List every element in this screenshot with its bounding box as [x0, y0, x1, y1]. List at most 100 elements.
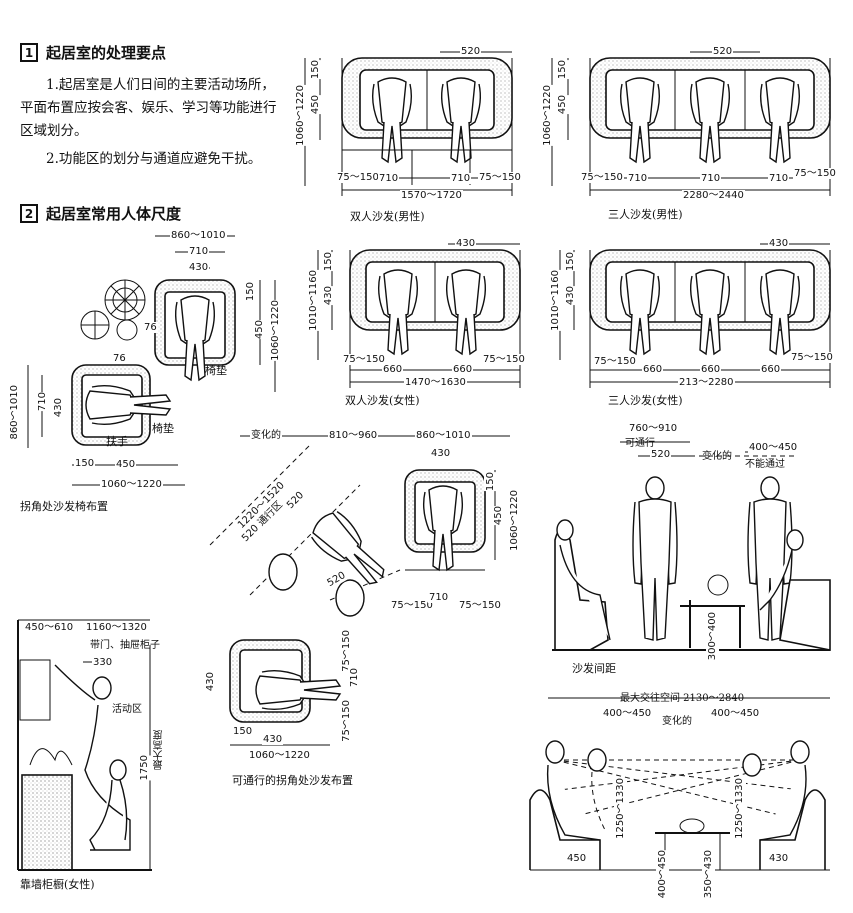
dim-label: 400～450: [656, 850, 669, 899]
dim-label: 150: [74, 458, 96, 469]
label-cushion-1: 椅垫: [205, 364, 227, 377]
label-max-height: 最大高度: [154, 730, 165, 770]
plant-icon: [80, 279, 146, 341]
max-interaction-drawing: [529, 697, 830, 871]
dim-label: 450: [566, 853, 588, 864]
caption-wall-cabinet: 靠墙柜橱(女性): [20, 878, 95, 891]
dim-label: 1250～1330: [614, 778, 627, 839]
dim-label: 400～450: [602, 708, 653, 719]
label-varies-2: 变化的: [662, 716, 692, 727]
dim-label: 430: [262, 734, 284, 745]
dim-label: 75～150: [793, 168, 837, 179]
corner-sofa-drawing: [27, 235, 276, 486]
dim-label: 1060～1220: [269, 300, 282, 361]
label-not-passable: 不能通过: [745, 459, 785, 470]
dim-label: 1060～1220: [100, 479, 163, 490]
dim-label: 150: [484, 472, 497, 492]
dim-label: 350～430: [702, 850, 715, 899]
dim-label: 2280～2440: [682, 190, 745, 201]
dim-label: 710: [188, 246, 210, 257]
sofa-spacing-drawing: [552, 441, 831, 651]
section1-number: 1: [20, 43, 38, 62]
section1-para2: 2.功能区的划分与通道应避免干扰。: [46, 151, 262, 167]
section2-heading: 2 起居室常用人体尺度: [20, 203, 181, 224]
dim-label: 75～150: [790, 352, 834, 363]
dim-label: 660: [642, 364, 664, 375]
dim-label: 变化的: [250, 430, 282, 441]
dim-label: 1060～1220: [248, 750, 311, 761]
dim-label: 710: [768, 173, 790, 184]
dim-label: 520: [650, 449, 672, 460]
dim-label: 710: [348, 668, 361, 688]
section2-number: 2: [20, 204, 38, 223]
dim-label: 430: [768, 238, 790, 249]
dim-label: 75～150: [593, 356, 637, 367]
dim-label: 1250～1330: [733, 778, 746, 839]
dim-label: 76: [143, 322, 158, 333]
dim-label: 450: [492, 506, 505, 526]
dim-label: 710: [378, 173, 400, 184]
dim-label: 150: [556, 60, 569, 80]
dim-label: 710: [36, 392, 49, 412]
dim-label: 150: [322, 252, 335, 272]
dim-label: 860～1010: [415, 430, 472, 441]
dim-label: 300～400: [706, 612, 719, 661]
dim-label: 1060～1220: [508, 490, 521, 551]
label-passable: 可通行: [625, 438, 655, 449]
dim-label: 450: [253, 320, 266, 340]
dim-label: 430: [52, 398, 65, 418]
dim-label: 400～450: [748, 442, 799, 453]
double-sofa-female-drawing: [317, 243, 521, 388]
dim-label: 860～1010: [170, 230, 227, 241]
dim-label: 75～150: [340, 700, 353, 742]
label-door-drawer: 带门、抽屉柜子: [90, 640, 160, 651]
dim-label: 75～150: [342, 354, 386, 365]
caption-triple-sofa-male: 三人沙发(男性): [608, 208, 683, 221]
dim-label: 710: [627, 173, 649, 184]
dim-label: 520: [712, 46, 734, 57]
dim-label: 710: [428, 592, 450, 603]
section1-para1: 1.起居室是人们日间的主要活动场所，平面布置应按会客、娱乐、学习等功能进行区域划…: [20, 77, 277, 139]
dim-label: 150: [309, 60, 322, 80]
dim-label: 1060～1220: [294, 85, 307, 146]
dim-label: 450～610: [24, 622, 75, 633]
caption-sofa-spacing: 沙发间距: [572, 662, 616, 675]
caption-triple-sofa-female: 三人沙发(女性): [608, 394, 683, 407]
dim-label: 450: [115, 459, 137, 470]
dim-label: 430: [564, 286, 577, 306]
dim-label: 810～960: [328, 430, 379, 441]
dim-label: 1010～1160: [549, 270, 562, 331]
label-varies: 变化的: [702, 451, 732, 462]
dim-label: 1750: [138, 755, 151, 781]
dim-label: 430: [188, 262, 210, 273]
dim-label: 430: [455, 238, 477, 249]
label-cushion-2: 椅垫: [152, 422, 174, 435]
section2-title: 起居室常用人体尺度: [46, 205, 182, 223]
section1-heading: 1 起居室的处理要点: [20, 42, 166, 63]
dim-label: 213～2280: [678, 377, 735, 388]
dim-label: 660: [452, 364, 474, 375]
caption-double-sofa-male: 双人沙发(男性): [350, 210, 425, 223]
dim-label: 1160～1320: [85, 622, 148, 633]
label-max-interaction: 最大交往空间 2130～2840: [620, 693, 745, 704]
caption-corner-sofa: 拐角处沙发椅布置: [20, 500, 108, 513]
label-activity-area: 活动区: [112, 704, 142, 715]
caption-double-sofa-female: 双人沙发(女性): [345, 394, 420, 407]
dim-label: 150: [564, 252, 577, 272]
dim-label: 75～150: [580, 172, 624, 183]
passable-corner-drawing: [209, 435, 510, 746]
dim-label: 75～150: [390, 600, 434, 611]
dim-label: 75～150: [340, 630, 353, 672]
dim-label: 760～910: [628, 423, 679, 434]
dim-label: 520: [460, 46, 482, 57]
dim-label: 1010～1160: [307, 270, 320, 331]
dim-label: 450: [556, 95, 569, 115]
dim-label: 75～150: [458, 600, 502, 611]
dim-label: 450: [309, 95, 322, 115]
dim-label: 1470～1630: [404, 377, 467, 388]
dim-label: 1060～1220: [541, 85, 554, 146]
dim-label: 430: [204, 672, 217, 692]
dim-label: 75～150: [482, 354, 526, 365]
dim-label: 75～150: [478, 172, 522, 183]
